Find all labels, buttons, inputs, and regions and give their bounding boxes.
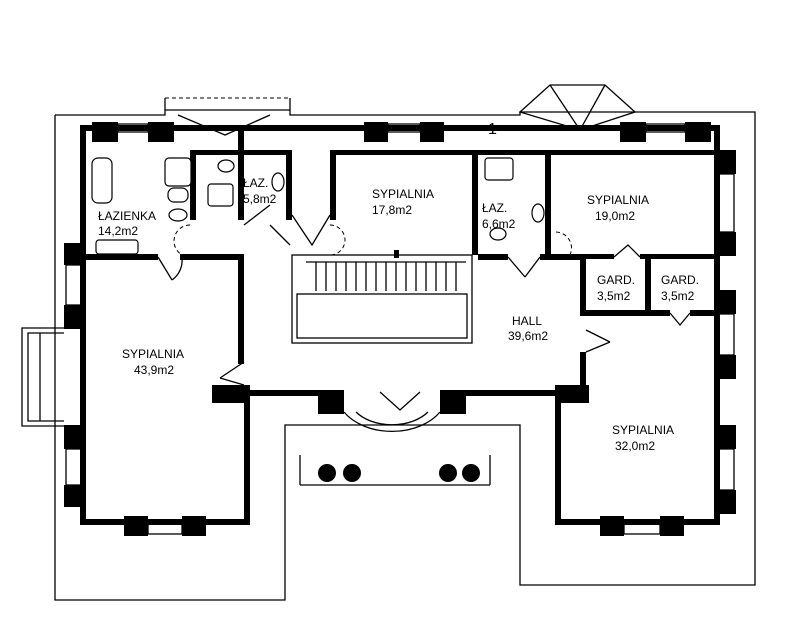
room-name: GARD. <box>661 273 699 287</box>
top-balcony <box>164 84 637 136</box>
room-area: 17,8m2 <box>372 203 412 217</box>
room-name: SYPIALNIA <box>587 193 649 207</box>
room-name: HALL <box>512 314 542 328</box>
terrace-outline <box>54 109 756 601</box>
room-name: ŁAZ. <box>482 201 507 215</box>
room-area: 39,6m2 <box>508 329 548 343</box>
staircase <box>291 250 473 344</box>
room-area: 43,9m2 <box>134 363 174 377</box>
room-area: 14,2m2 <box>98 224 138 238</box>
room-area: 3,5m2 <box>597 289 631 303</box>
room-name: GARD. <box>597 273 635 287</box>
portico <box>299 411 491 486</box>
windows <box>21 123 735 535</box>
exterior-walls <box>64 122 736 536</box>
room-area: 5,8m2 <box>243 192 277 206</box>
room-labels: 1 ŁAZIENKA 14,2m2 ŁAZ. 5,8m2 SYPIALNIA 1… <box>98 121 699 453</box>
interior-walls <box>86 125 720 392</box>
room-name: ŁAZIENKA <box>98 209 156 223</box>
doors <box>157 204 691 411</box>
room-name: SYPIALNIA <box>372 187 434 201</box>
room-name: ŁAZ. <box>243 176 268 190</box>
room-area: 19,0m2 <box>595 209 635 223</box>
room-area: 32,0m2 <box>615 439 655 453</box>
room-name: SYPIALNIA <box>612 423 674 437</box>
bathroom-fixtures <box>91 157 545 255</box>
room-area: 3,5m2 <box>661 289 695 303</box>
room-name: SYPIALNIA <box>122 347 184 361</box>
room-area: 6,6m2 <box>482 217 516 231</box>
floor-number: 1 <box>488 121 497 138</box>
